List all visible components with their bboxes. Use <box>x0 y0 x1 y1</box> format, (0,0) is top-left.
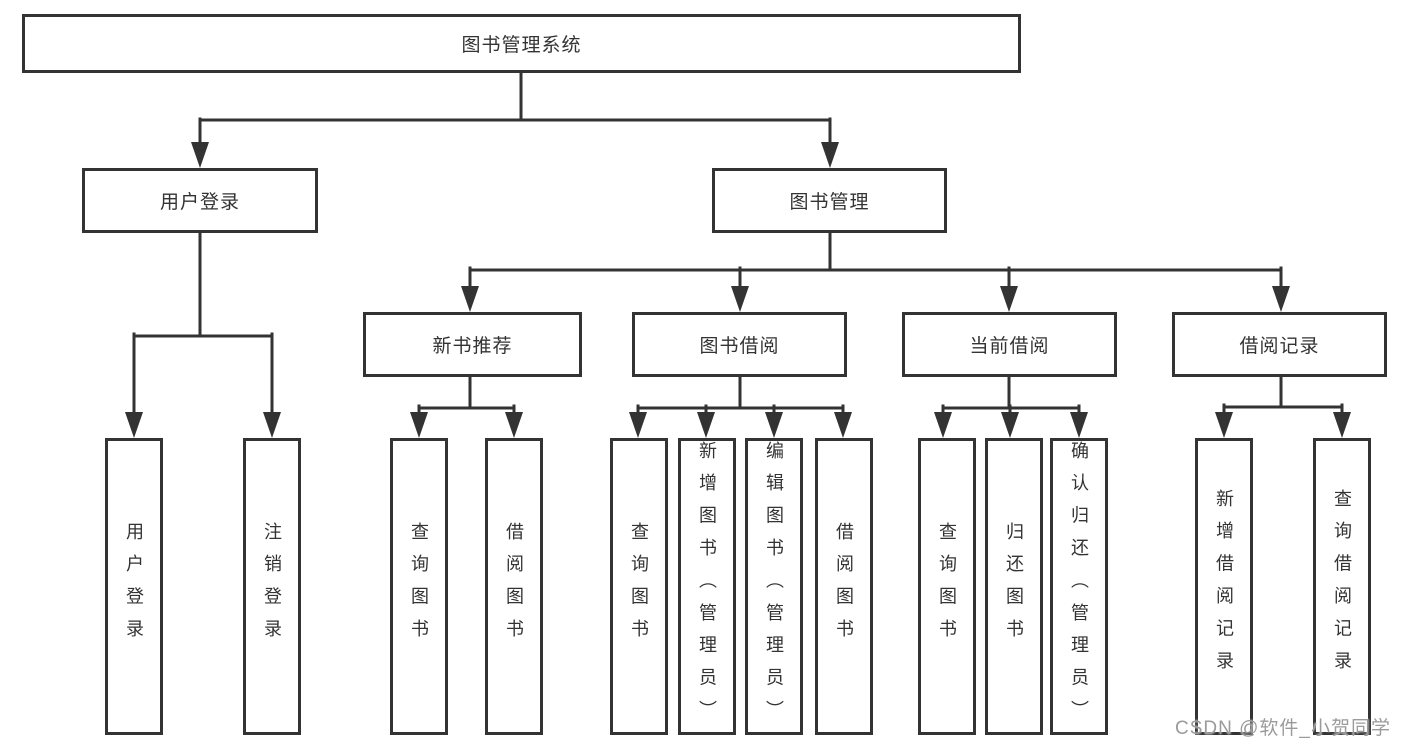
watermark: CSDN @软件_小贺同学 <box>1175 718 1391 739</box>
node-label: 图书借阅 <box>699 336 780 357</box>
arrow-down-icon <box>731 286 749 312</box>
arrow-down-icon <box>834 412 852 438</box>
node-label: 注销登录 <box>262 521 282 652</box>
arrow-down-icon <box>1001 412 1019 438</box>
node-leaf-query-books-3: 查询图书 <box>918 438 976 735</box>
node-label: 图书管理 <box>789 192 870 213</box>
node-label: 归还图书 <box>1004 521 1024 652</box>
arrow-down-icon <box>934 412 952 438</box>
node-label: 借阅记录 <box>1239 336 1320 357</box>
arrow-down-icon <box>461 286 479 312</box>
node-label: 查询借阅记录 <box>1332 489 1352 684</box>
node-leaf-confirm-return-admin: 确认归还（管理员） <box>1050 438 1108 735</box>
node-label: 用户登录 <box>159 192 240 213</box>
arrow-down-icon <box>1000 286 1018 312</box>
node-label: 新增借阅记录 <box>1214 489 1234 684</box>
arrow-down-icon <box>125 412 143 438</box>
node-label: 确认归还（管理员） <box>1069 440 1089 733</box>
node-new-book-recommend: 新书推荐 <box>363 312 582 377</box>
node-leaf-return-books: 归还图书 <box>985 438 1043 735</box>
connector-lines <box>132 71 1344 418</box>
arrowheads <box>125 142 1351 438</box>
node-label: 当前借阅 <box>969 336 1050 357</box>
node-leaf-add-books-admin: 新增图书（管理员） <box>678 438 736 735</box>
node-leaf-borrow-books-2: 借阅图书 <box>815 438 873 735</box>
node-current-borrow: 当前借阅 <box>902 312 1117 377</box>
root-label: 图书管理系统 <box>461 35 582 56</box>
arrow-down-icon <box>191 142 209 168</box>
arrow-down-icon <box>1215 412 1233 438</box>
arrow-down-icon <box>410 412 428 438</box>
node-leaf-user-login: 用户登录 <box>105 438 163 735</box>
node-label: 新增图书（管理员） <box>697 440 717 733</box>
node-user-login-group: 用户登录 <box>82 168 318 233</box>
node-leaf-query-books-2: 查询图书 <box>610 438 668 735</box>
node-leaf-add-borrow-record: 新增借阅记录 <box>1195 438 1253 735</box>
node-leaf-borrow-books-1: 借阅图书 <box>485 438 543 735</box>
node-leaf-query-books-1: 查询图书 <box>390 438 448 735</box>
node-label: 编辑图书（管理员） <box>764 440 784 733</box>
node-book-borrow: 图书借阅 <box>632 312 847 377</box>
node-label: 查询图书 <box>409 521 429 652</box>
arrow-down-icon <box>629 412 647 438</box>
node-label: 新书推荐 <box>432 336 513 357</box>
arrow-down-icon <box>821 142 839 168</box>
node-label: 查询图书 <box>937 521 957 652</box>
arrow-down-icon <box>505 412 523 438</box>
arrow-down-icon <box>765 412 783 438</box>
node-label: 借阅图书 <box>504 521 524 652</box>
node-library-management-system: 图书管理系统 <box>22 14 1021 73</box>
node-borrow-records: 借阅记录 <box>1172 312 1387 377</box>
arrow-down-icon <box>263 412 281 438</box>
arrow-down-icon <box>1333 412 1351 438</box>
node-label: 用户登录 <box>124 521 144 652</box>
node-leaf-logout: 注销登录 <box>243 438 301 735</box>
node-book-management: 图书管理 <box>712 168 947 233</box>
arrow-down-icon <box>1070 412 1088 438</box>
node-leaf-edit-books-admin: 编辑图书（管理员） <box>745 438 803 735</box>
arrow-down-icon <box>1272 286 1290 312</box>
node-label: 查询图书 <box>629 521 649 652</box>
node-leaf-query-borrow-record: 查询借阅记录 <box>1313 438 1371 735</box>
node-label: 借阅图书 <box>834 521 854 652</box>
arrow-down-icon <box>697 412 715 438</box>
